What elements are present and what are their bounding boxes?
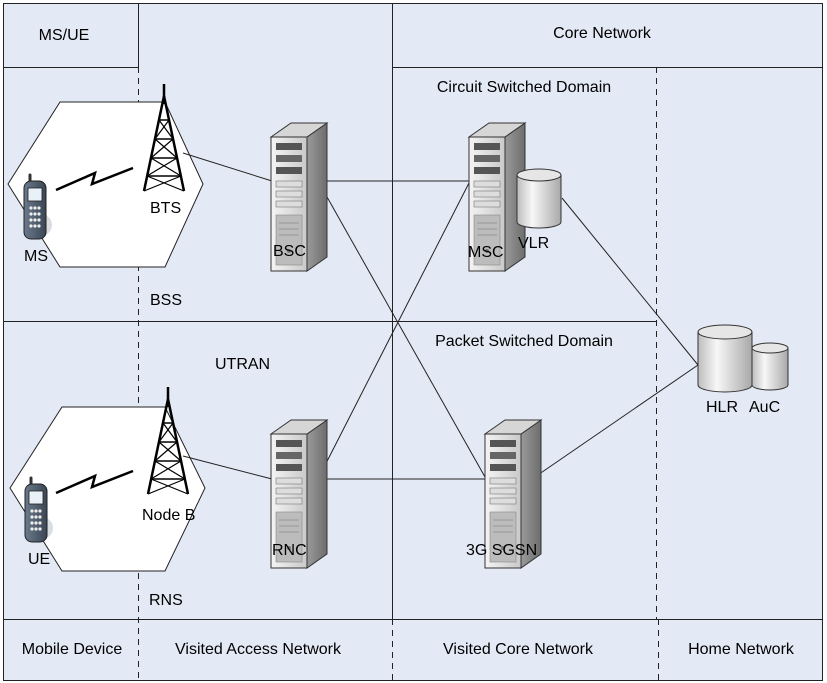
ms-label: MS [24, 248, 48, 265]
footer-visited-core-network: Visited Core Network [443, 641, 594, 658]
radio-link-icon [55, 166, 134, 192]
database-icon [516, 168, 562, 229]
database-icon [697, 324, 753, 393]
connections [182, 152, 699, 480]
footer-visited-access-network: Visited Access Network [175, 641, 342, 658]
sgsn-label: 3G SGSN [466, 542, 537, 559]
ue-label: UE [28, 551, 50, 568]
hlr-label: HLR [706, 399, 738, 416]
vlr-label: VLR [518, 235, 549, 252]
msc-label: MSC [468, 244, 504, 261]
rns-label: RNS [149, 592, 183, 609]
header-core-network: Core Network [553, 25, 652, 42]
footer-home-network: Home Network [688, 641, 795, 658]
bss-label: BSS [150, 292, 182, 309]
radio-link-icon [55, 469, 134, 495]
bts-label: BTS [150, 200, 181, 217]
footer-mobile-device: Mobile Device [22, 641, 123, 658]
utran-label: UTRAN [215, 356, 270, 373]
header-ms-ue: MS/UE [39, 27, 90, 44]
auc-label: AuC [749, 399, 780, 416]
bsc-label: BSC [273, 243, 306, 260]
rnc-label: RNC [272, 542, 307, 559]
packet-switched-domain-label: Packet Switched Domain [435, 333, 613, 350]
circuit-switched-domain-label: Circuit Switched Domain [437, 79, 611, 96]
node-b-label: Node B [142, 507, 195, 524]
database-icon [751, 342, 789, 391]
umts-cell-hexagon [9, 406, 206, 572]
